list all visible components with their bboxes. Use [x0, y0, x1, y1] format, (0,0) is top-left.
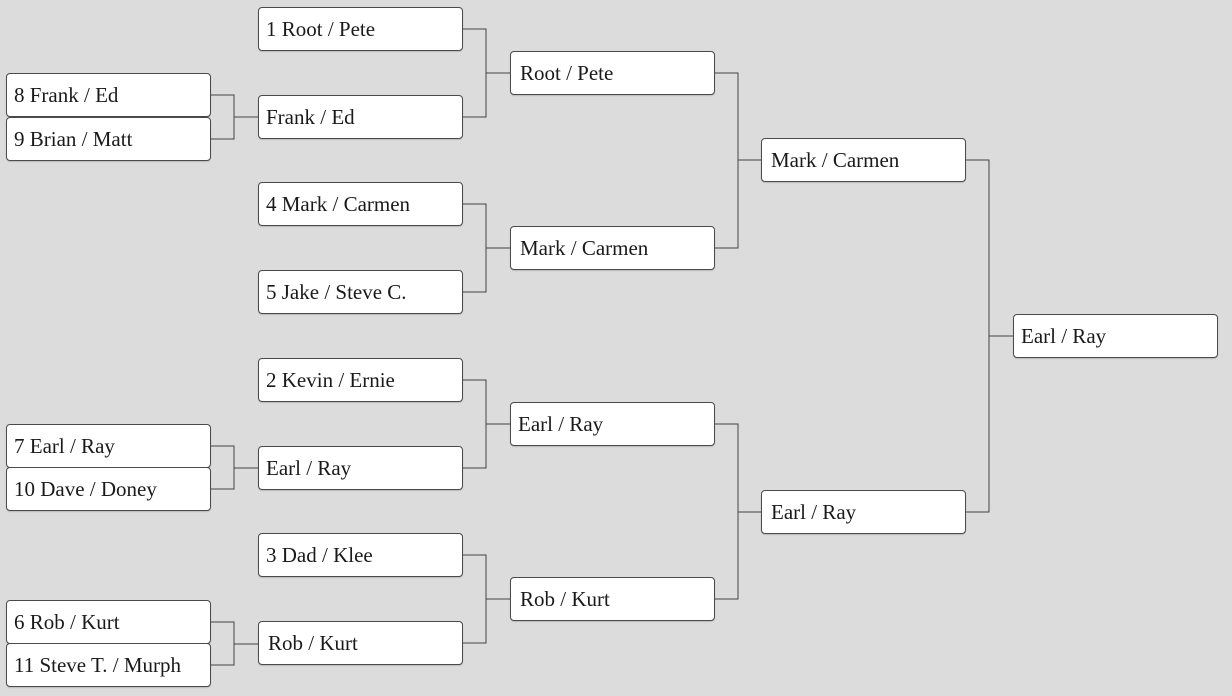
bracket-slot-champion: Earl / Ray [1013, 314, 1218, 358]
bracket-slot-round-of-8: 1 Root / Pete [258, 7, 463, 51]
bracket-slot-final: Earl / Ray [761, 490, 966, 534]
connector-sf-1 [714, 72, 761, 249]
bracket-slot-playin: 7 Earl / Ray [6, 424, 211, 468]
bracket-slot-semifinal: Mark / Carmen [510, 226, 715, 270]
bracket-slot-semifinal: Root / Pete [510, 51, 715, 95]
bracket-slot-round-of-8: Frank / Ed [258, 95, 463, 139]
bracket-slot-playin: 8 Frank / Ed [6, 73, 211, 117]
connector-playin-2 [211, 445, 258, 490]
bracket-slot-final: Mark / Carmen [761, 138, 966, 182]
bracket-slot-round-of-8: Rob / Kurt [258, 621, 463, 665]
connector-playin-3 [211, 621, 258, 666]
bracket-slot-round-of-8: 2 Kevin / Ernie [258, 358, 463, 402]
bracket-slot-round-of-8: 5 Jake / Steve C. [258, 270, 463, 314]
bracket-slot-playin: 11 Steve T. / Murph [6, 643, 211, 687]
bracket-slot-semifinal: Earl / Ray [510, 402, 715, 446]
connector-r8-1 [462, 28, 510, 118]
bracket-slot-semifinal: Rob / Kurt [510, 577, 715, 621]
connector-sf-2 [714, 423, 761, 600]
bracket-slot-round-of-8: 4 Mark / Carmen [258, 182, 463, 226]
connector-r8-3 [462, 379, 510, 469]
bracket-slot-playin: 10 Dave / Doney [6, 467, 211, 511]
bracket-slot-round-of-8: Earl / Ray [258, 446, 463, 490]
connector-final [965, 159, 1013, 513]
bracket-slot-playin: 9 Brian / Matt [6, 117, 211, 161]
connector-playin-1 [211, 94, 258, 140]
bracket-slot-round-of-8: 3 Dad / Klee [258, 533, 463, 577]
connector-r8-2 [462, 203, 510, 293]
bracket-slot-playin: 6 Rob / Kurt [6, 600, 211, 644]
connector-r8-4 [462, 554, 510, 644]
